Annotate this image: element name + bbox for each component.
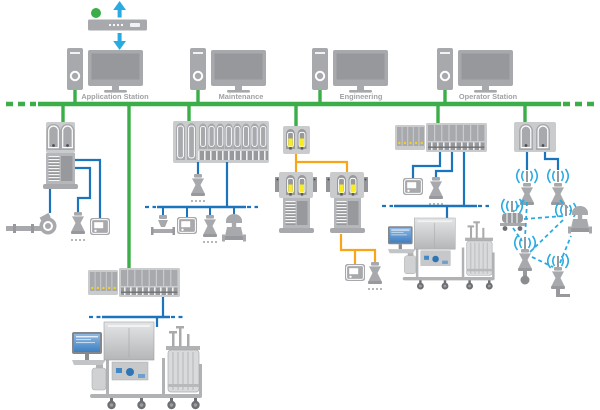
redundant-controller [45, 122, 76, 153]
fieldbus-segment-1 [145, 205, 258, 217]
workstation-icon [189, 47, 267, 94]
orange-cables [294, 154, 377, 264]
wireless-control-valve [554, 202, 592, 234]
wireless-gateway [514, 122, 556, 152]
down-arrow-icon [113, 33, 126, 50]
charm-io-module [283, 126, 310, 154]
left-branch-cables [48, 158, 102, 218]
wireless-signal-icon [546, 253, 570, 269]
wireless-signal-icon [546, 168, 570, 184]
up-arrow-icon [113, 1, 126, 18]
process-skid-icon [71, 321, 203, 410]
charm-carrier-icon [275, 172, 317, 198]
charm-io-rack [173, 121, 269, 163]
transmitter-display-icon [176, 216, 198, 235]
status-dot-icon [91, 8, 101, 18]
bus-drop-lines [61, 88, 527, 269]
controller-pod-icon [45, 123, 62, 151]
maintenance-label: Maintenance [219, 92, 264, 101]
plc-rack-right [395, 123, 487, 152]
controller-io-rack [43, 153, 78, 189]
workstation-engineering: Engineering [311, 47, 389, 101]
io-card-striped [48, 156, 60, 181]
terminal-strip [198, 151, 268, 160]
control-valve-icon [71, 212, 85, 241]
valve-transmitter-icon [191, 174, 205, 202]
application-station-label: Application Station [81, 92, 149, 101]
wireless-valve-bottom [546, 253, 570, 297]
cioc-cables [196, 162, 229, 207]
operator-station-label: Operator Station [459, 92, 518, 101]
valve-transmitter-icon [368, 262, 382, 290]
remote-charm-rack-2 [326, 172, 368, 233]
controller-pod-icon [59, 123, 76, 151]
transmitter-display-icon [402, 177, 424, 196]
charm-carrier-icon [326, 172, 368, 198]
workstation-operator-station: Operator Station [436, 47, 518, 101]
gateway-cables [525, 152, 560, 170]
fieldbus-segment-2 [382, 204, 489, 219]
process-skid-icon [387, 217, 496, 290]
transmitter-display-icon [89, 217, 111, 236]
wireless-signal-icon [513, 235, 537, 251]
plc-rack-bottom [88, 268, 180, 297]
wireless-pump [500, 198, 525, 231]
control-valve-icon [222, 214, 246, 242]
workstation-icon [436, 47, 514, 94]
wireless-repeater-right [546, 168, 570, 205]
workstation-application-station: Application Station [66, 47, 149, 101]
top-network-switch [88, 1, 147, 50]
transmitter-display-icon [344, 263, 366, 282]
wireless-signal-icon [515, 168, 539, 184]
engineering-label: Engineering [340, 92, 383, 101]
valve-on-pipe-icon [151, 215, 175, 235]
fieldbus1-devices [151, 214, 246, 243]
gateway-pod-icon [518, 123, 534, 151]
wireless-valve-mid [513, 235, 537, 285]
charm-io-modules [176, 123, 268, 160]
charm-card-icon [285, 128, 296, 151]
valve-transmitter-icon [429, 177, 443, 205]
charm-card-icon [297, 128, 307, 151]
network-switch-icon [88, 19, 147, 31]
bottom-plc-cables [89, 297, 183, 327]
workstation-icon [311, 47, 389, 94]
valve-transmitter-icon [203, 215, 217, 243]
plant-network-bus [6, 88, 596, 269]
right-plc-cables [411, 152, 466, 206]
workstation-icon [66, 47, 144, 94]
gateway-pod-icon [535, 123, 551, 151]
workstation-maintenance: Maintenance [189, 47, 267, 101]
flow-meter-icon [6, 212, 57, 235]
remote-charm-rack-1 [275, 172, 317, 233]
